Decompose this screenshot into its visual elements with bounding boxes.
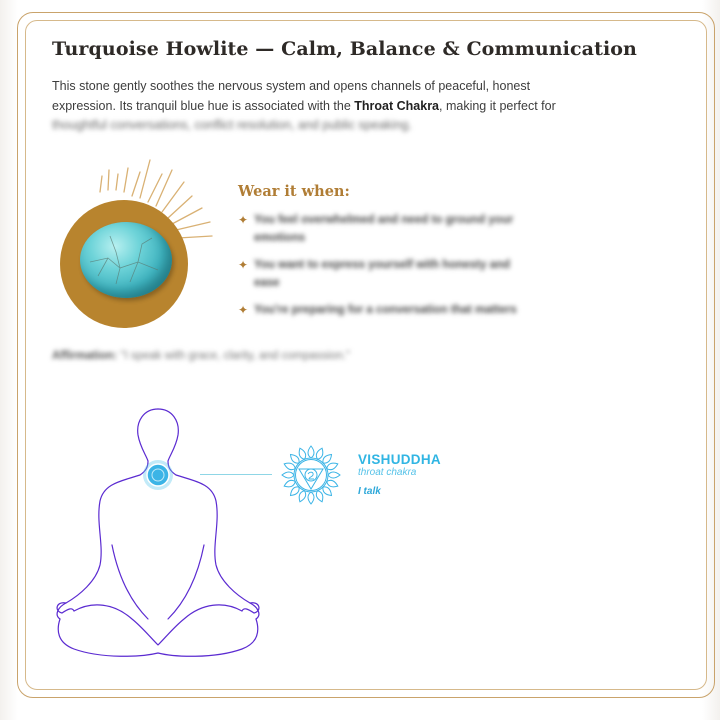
vishuddha-symbol-icon bbox=[281, 445, 341, 505]
list-item: ✦You want to express yourself with hones… bbox=[238, 258, 511, 289]
intro-line-3: thoughtful conversations, conflict resol… bbox=[52, 118, 412, 132]
intro-line-2-end: , making it perfect for bbox=[439, 98, 556, 113]
list-item: ✦You're preparing for a conversation tha… bbox=[238, 303, 517, 317]
throat-chakra-bold: Throat Chakra bbox=[354, 98, 440, 113]
chakra-connector-line bbox=[200, 474, 272, 475]
chakra-name: VISHUDDHA bbox=[358, 452, 441, 467]
sparkle-icon: ✦ bbox=[238, 303, 249, 317]
wear-it-when-heading: Wear it when: bbox=[238, 183, 350, 200]
card-outer-border bbox=[17, 12, 715, 698]
stone-veins bbox=[89, 235, 159, 285]
turquoise-stone-image bbox=[80, 222, 172, 298]
chakra-subtitle: throat chakra bbox=[358, 467, 417, 478]
list-item: ✦You feel overwhelmed and need to ground… bbox=[238, 213, 514, 244]
affirmation-label: Affirmation: bbox=[52, 350, 118, 362]
sparkle-icon: ✦ bbox=[238, 258, 249, 272]
intro-paragraph: This stone gently soothes the nervous sy… bbox=[52, 77, 572, 136]
page-title: Turquoise Howlite — Calm, Balance & Comm… bbox=[52, 38, 637, 60]
meditation-figure-icon bbox=[56, 408, 260, 657]
intro-line-2-start: expression. Its tranquil blue hue is ass… bbox=[52, 98, 355, 113]
affirmation-text: "I speak with grace, clarity, and compas… bbox=[120, 350, 351, 362]
sparkle-icon: ✦ bbox=[238, 213, 249, 227]
chakra-mantra: I talk bbox=[358, 486, 381, 497]
affirmation: Affirmation: "I speak with grace, clarit… bbox=[52, 350, 452, 362]
intro-line-1: This stone gently soothes the nervous sy… bbox=[52, 79, 531, 93]
stone-illustration bbox=[52, 152, 227, 332]
throat-chakra-point bbox=[146, 463, 170, 487]
sun-rays-icon bbox=[99, 159, 213, 239]
wear-it-when-list: ✦You feel overwhelmed and need to ground… bbox=[238, 211, 538, 328]
content-card bbox=[25, 20, 707, 690]
